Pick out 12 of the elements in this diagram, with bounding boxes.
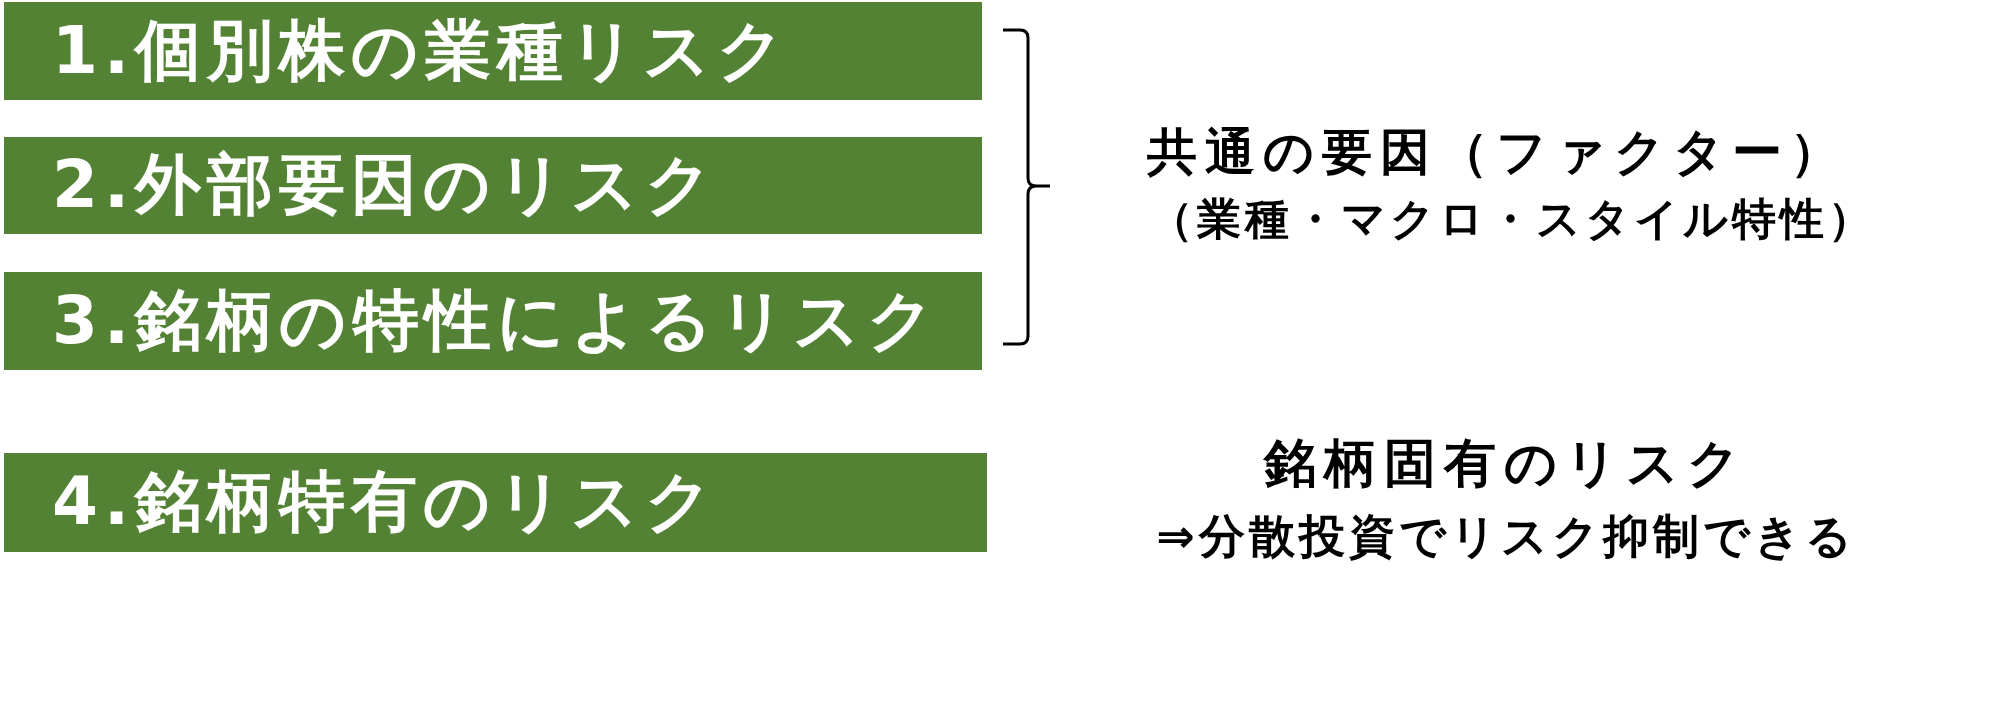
risk-box xyxy=(4,453,987,552)
risk-box xyxy=(4,137,982,234)
risk-box xyxy=(4,272,982,370)
risk-title: 2.外部要因のリスク xyxy=(52,149,719,222)
risk-box xyxy=(4,2,982,100)
factor-heading: 共通の要因（ファクター） xyxy=(1146,124,1848,182)
risk-title: 1.個別株の業種リスク xyxy=(52,14,791,88)
specific-risk-heading: 銘柄固有のリスク xyxy=(1264,434,1748,494)
factor-note: （業種・マクロ・スタイル特性） xyxy=(1148,194,1876,245)
risk-title: 4.銘柄特有のリスク xyxy=(52,466,719,539)
diversification-note: ⇒分散投資でリスク抑制できる xyxy=(1156,510,1856,563)
risk-title: 3.銘柄の特性によるリスク xyxy=(52,284,941,358)
